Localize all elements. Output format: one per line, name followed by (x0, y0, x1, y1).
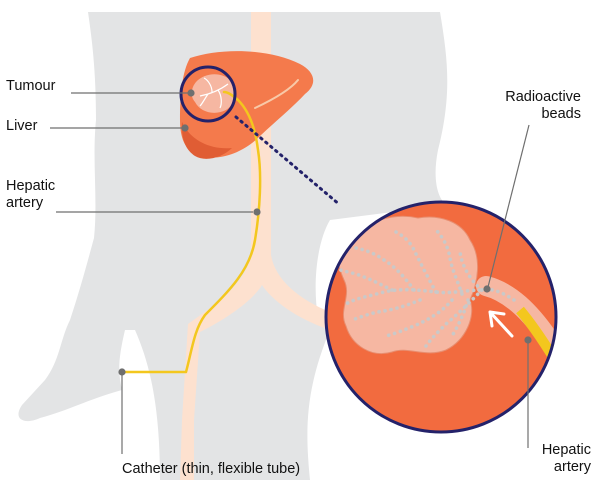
label-hepatic-artery-right-line1: Hepatic (542, 442, 591, 459)
label-radioactive-beads-line2: beads (505, 106, 581, 123)
label-tumour: Tumour (6, 78, 55, 95)
label-liver: Liver (6, 118, 37, 135)
zoom-view (326, 202, 580, 432)
label-hepatic-artery-left-line1: Hepatic (6, 178, 55, 195)
label-hepatic-artery-left-line2: artery (6, 195, 55, 212)
label-hepatic-artery-left: Hepatic artery (6, 178, 55, 212)
label-radioactive-beads-line1: Radioactive (505, 89, 581, 106)
label-catheter: Catheter (thin, flexible tube) (122, 461, 300, 478)
label-hepatic-artery-right: Hepatic artery (542, 442, 591, 476)
label-radioactive-beads: Radioactive beads (505, 89, 581, 123)
label-hepatic-artery-right-line2: artery (542, 459, 591, 476)
